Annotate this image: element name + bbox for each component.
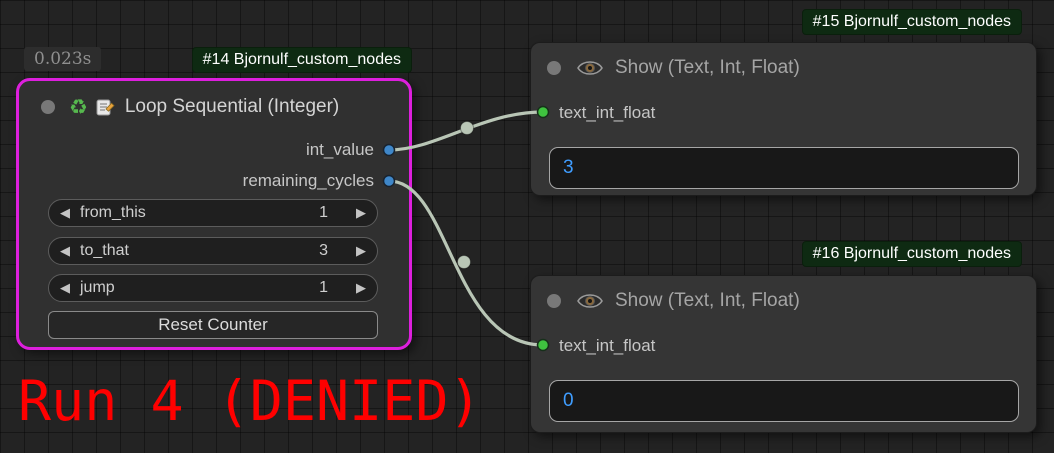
wire-midpoint-dot[interactable] (457, 255, 471, 269)
node-title: Loop Sequential (Integer) (124, 96, 340, 117)
wire-remaining-cycles-to-show16 (388, 179, 544, 347)
decrement-arrow-icon[interactable]: ◀ (60, 205, 70, 221)
input-label-text-int-float: text_int_float (559, 103, 656, 122)
run-denied-annotation: Run 4 (DENIED) (18, 369, 482, 433)
widget-jump[interactable]: ◀ jump 1 ▶ (48, 274, 378, 302)
show-node-16[interactable]: Show (Text, Int, Float) text_int_float 0 (530, 275, 1037, 433)
wire-midpoint-dot[interactable] (460, 121, 474, 135)
increment-arrow-icon[interactable]: ▶ (356, 205, 366, 221)
widget-value[interactable]: 1 (319, 204, 328, 221)
execution-time-badge: 0.023s (24, 47, 102, 71)
display-value-textbox[interactable]: 0 (549, 380, 1019, 422)
input-label-text-int-float: text_int_float (559, 336, 656, 355)
widget-label: to_that (80, 242, 129, 259)
widget-value[interactable]: 1 (319, 279, 328, 296)
wire-int-value-to-show15 (388, 110, 544, 152)
increment-arrow-icon[interactable]: ▶ (356, 280, 366, 296)
collapse-toggle-icon[interactable] (41, 100, 55, 114)
node-id-badge-14: #14 Bjornulf_custom_nodes (191, 47, 412, 73)
widget-label: from_this (80, 204, 146, 221)
node-title-bar[interactable]: Show (Text, Int, Float) (531, 288, 1036, 314)
node-title-bar[interactable]: Show (Text, Int, Float) (531, 55, 1036, 81)
display-value-textbox[interactable]: 3 (549, 147, 1019, 189)
node-id-badge-16: #16 Bjornulf_custom_nodes (801, 241, 1022, 267)
memo-icon (96, 98, 115, 116)
output-label-int-value: int_value (305, 140, 374, 159)
decrement-arrow-icon[interactable]: ◀ (60, 243, 70, 259)
widget-from-this[interactable]: ◀ from_this 1 ▶ (48, 199, 378, 227)
widget-to-that[interactable]: ◀ to_that 3 ▶ (48, 237, 378, 265)
widget-label: jump (80, 279, 115, 296)
eye-icon (577, 291, 603, 311)
recycle-icon: ♻ (69, 94, 88, 119)
node-id-badge-15: #15 Bjornulf_custom_nodes (801, 9, 1022, 35)
node-title: Show (Text, Int, Float) (615, 57, 800, 78)
widget-value[interactable]: 3 (319, 242, 328, 259)
output-label-remaining-cycles: remaining_cycles (242, 171, 374, 190)
eye-icon (577, 58, 603, 78)
increment-arrow-icon[interactable]: ▶ (356, 243, 366, 259)
node-title-bar[interactable]: ♻ Loop Sequential (Integer) (19, 95, 409, 119)
collapse-toggle-icon[interactable] (547, 61, 561, 75)
loop-sequential-node[interactable]: ♻ Loop Sequential (Integer) int_value re… (16, 78, 412, 350)
collapse-toggle-icon[interactable] (547, 294, 561, 308)
show-node-15[interactable]: Show (Text, Int, Float) text_int_float 3 (530, 42, 1037, 196)
decrement-arrow-icon[interactable]: ◀ (60, 280, 70, 296)
reset-counter-button[interactable]: Reset Counter (48, 311, 378, 339)
node-title: Show (Text, Int, Float) (615, 290, 800, 311)
